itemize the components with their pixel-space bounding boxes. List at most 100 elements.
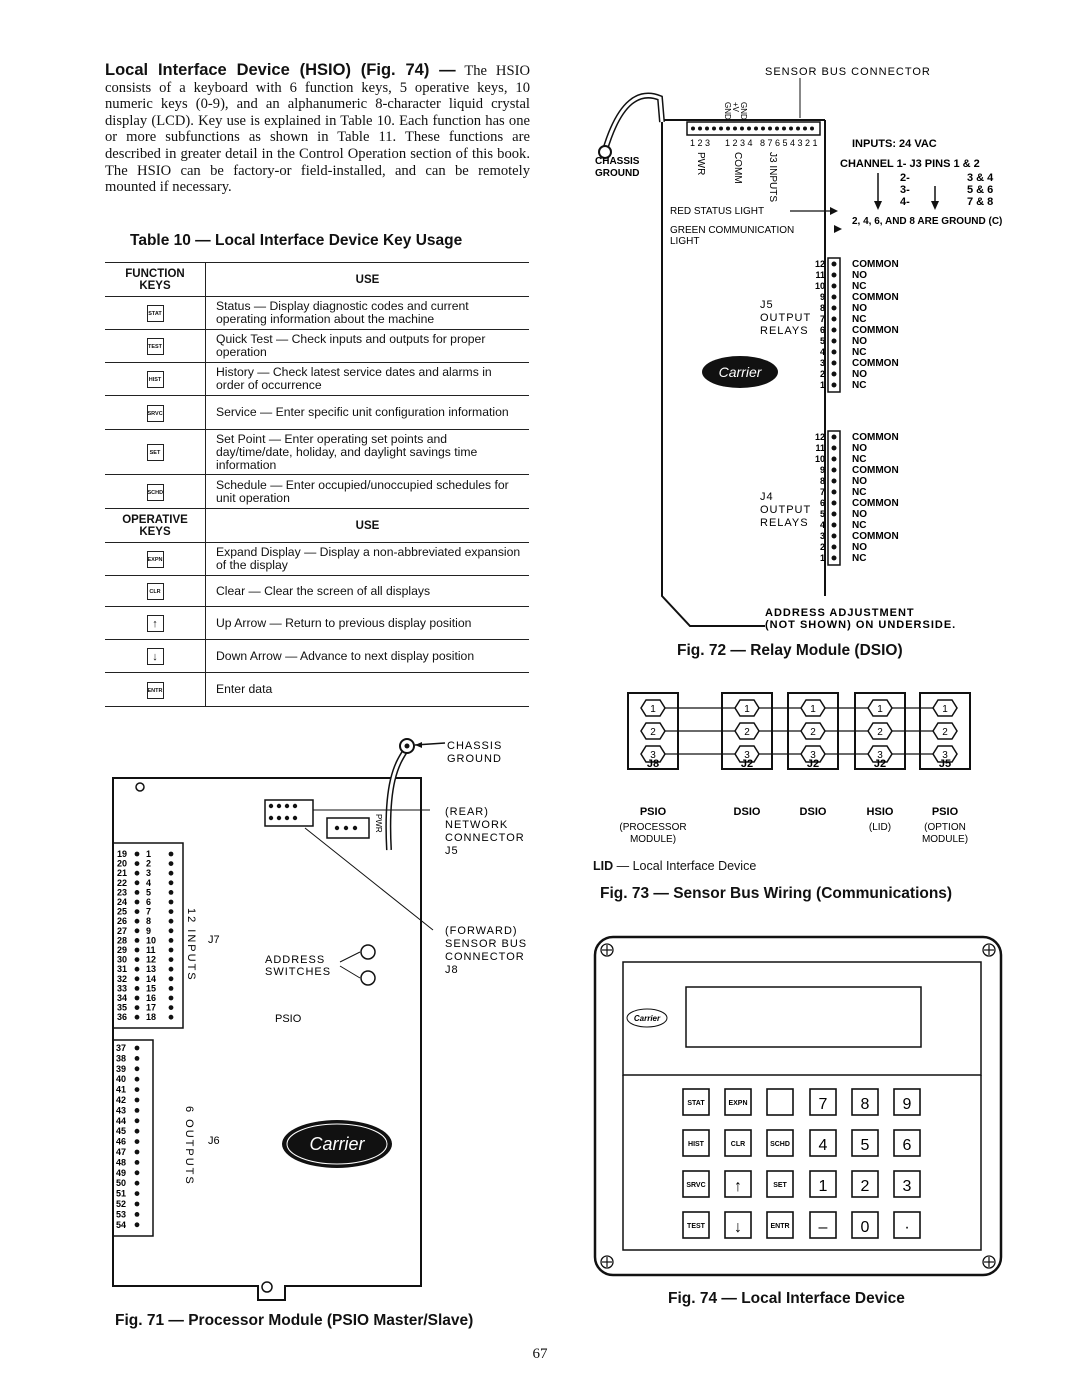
pin-label: 31 — [117, 964, 127, 974]
pin-dot — [134, 870, 140, 876]
keypad-key-label: CLR — [731, 1141, 745, 1148]
svg-text:2-: 2- — [900, 172, 910, 184]
keypad-key — [682, 1129, 710, 1157]
relay-pin-dot — [831, 272, 837, 278]
keypad-key — [893, 1170, 921, 1198]
relay-pin-label: NC — [852, 347, 866, 358]
pin-label: 49 — [116, 1168, 126, 1178]
pin-dot — [134, 1066, 140, 1072]
ground-note: 2, 4, 6, AND 8 ARE GROUND (C) — [852, 216, 1002, 227]
bus-pin-label: 2 — [650, 727, 656, 738]
pin-label: 36 — [117, 1012, 127, 1022]
relay-pin-label: NO — [852, 509, 867, 520]
red-status-label: RED STATUS LIGHT — [670, 206, 764, 217]
pin-dot — [134, 1108, 140, 1113]
pwr-label: PWR — [374, 814, 383, 833]
relay-pin-dot — [831, 522, 837, 528]
pin-label: 6 — [146, 897, 151, 907]
relay-pin-dot — [831, 511, 837, 517]
row-use: Status — Display diagnostic codes and cu… — [205, 296, 529, 330]
row-use: Clear — Clear the screen of all displays — [205, 575, 529, 607]
pin-dot — [134, 1097, 140, 1103]
connector-pin — [810, 126, 814, 131]
bus-connector-label: J2 — [807, 758, 819, 770]
svg-text:Carrier: Carrier — [719, 364, 763, 380]
pin-dot — [134, 938, 140, 943]
bus-connector-label: J5 — [939, 758, 951, 770]
relay-strip — [827, 430, 841, 566]
keypad-key — [682, 1170, 710, 1198]
relay-pin-label: NC — [852, 487, 866, 498]
pin-dot — [134, 1201, 140, 1207]
set-key-icon: SET — [146, 444, 164, 461]
connector-pin — [747, 126, 751, 131]
connector-pin — [803, 126, 807, 131]
test-key-icon: TEST — [146, 338, 164, 355]
keypad-key — [893, 1211, 921, 1239]
pin-label: 29 — [117, 945, 127, 955]
relay-pin-number: 11 — [815, 443, 825, 453]
pin-label: 13 — [146, 964, 156, 974]
pin-label: 23 — [117, 887, 127, 897]
pin-dot — [134, 918, 140, 924]
pin-label: 18 — [146, 1012, 156, 1022]
pin-dot — [168, 986, 174, 991]
pin-label: 10 — [146, 935, 156, 945]
connector-pin — [775, 126, 779, 131]
bus-pin — [932, 699, 958, 717]
srvc-key-icon: SRVC — [146, 404, 164, 422]
pin-label: 8 — [146, 916, 151, 926]
relay-pin-dot — [831, 338, 837, 344]
keypad-key — [724, 1129, 752, 1157]
pin-label: 30 — [117, 955, 127, 965]
pin-label: 44 — [116, 1116, 126, 1126]
pin-dot — [134, 928, 140, 934]
svg-text:3-: 3- — [900, 184, 910, 196]
j7-label: J7 — [208, 934, 220, 946]
relay-pin-dot — [831, 261, 837, 267]
keypad-key-label: ENTR — [770, 1223, 789, 1230]
operative-keys-header: OPERATIVE KEYS — [105, 508, 206, 543]
pin-dot — [134, 976, 140, 982]
inputs-24vac: INPUTS: 24 VAC — [852, 138, 937, 150]
keypad-key-label: 2 — [861, 1178, 870, 1195]
lid-note: (LID) — [869, 822, 891, 833]
keypad-key — [766, 1211, 794, 1239]
svg-text:GND: GND — [723, 102, 732, 120]
connector-pin — [698, 126, 702, 131]
relay-pin-number: 1 — [820, 380, 825, 390]
relay-pin-number: 8 — [820, 303, 825, 313]
pin-label: 9 — [146, 926, 151, 936]
relay-pin-number: 7 — [820, 487, 825, 497]
relay-strip — [827, 257, 841, 393]
pin-dot — [134, 1128, 140, 1134]
pin-label: 15 — [146, 983, 156, 993]
fig73-caption: Fig. 73 — Sensor Bus Wiring (Communicati… — [600, 885, 953, 902]
connector-pin — [754, 126, 758, 131]
pin-label: 4 — [146, 878, 151, 888]
svg-text:GND: GND — [739, 102, 748, 120]
relay-pin-label: COMMON — [852, 432, 899, 443]
pin-dot — [134, 947, 140, 953]
bus-pin-label: 1 — [877, 704, 883, 715]
keypad-key — [724, 1088, 752, 1116]
relay-pin-number: 7 — [820, 314, 825, 324]
keypad-key — [724, 1170, 752, 1198]
relay-pin-number: 5 — [820, 336, 825, 346]
bus-pin-label: 3 — [877, 750, 883, 761]
relay-pin-label: NC — [852, 281, 866, 292]
relay-pin-dot — [831, 294, 837, 300]
relay-pin-label: COMMON — [852, 531, 899, 542]
comm-label: COMM — [732, 152, 743, 184]
row-use: Expand Display — Display a non-abbreviat… — [205, 542, 529, 576]
relay-pin-dot — [831, 478, 837, 484]
keypad-key-label: SCHD — [770, 1141, 790, 1148]
pin-dot — [168, 861, 174, 866]
relay-pin-label: NO — [852, 369, 867, 380]
connector-pin — [789, 126, 793, 131]
